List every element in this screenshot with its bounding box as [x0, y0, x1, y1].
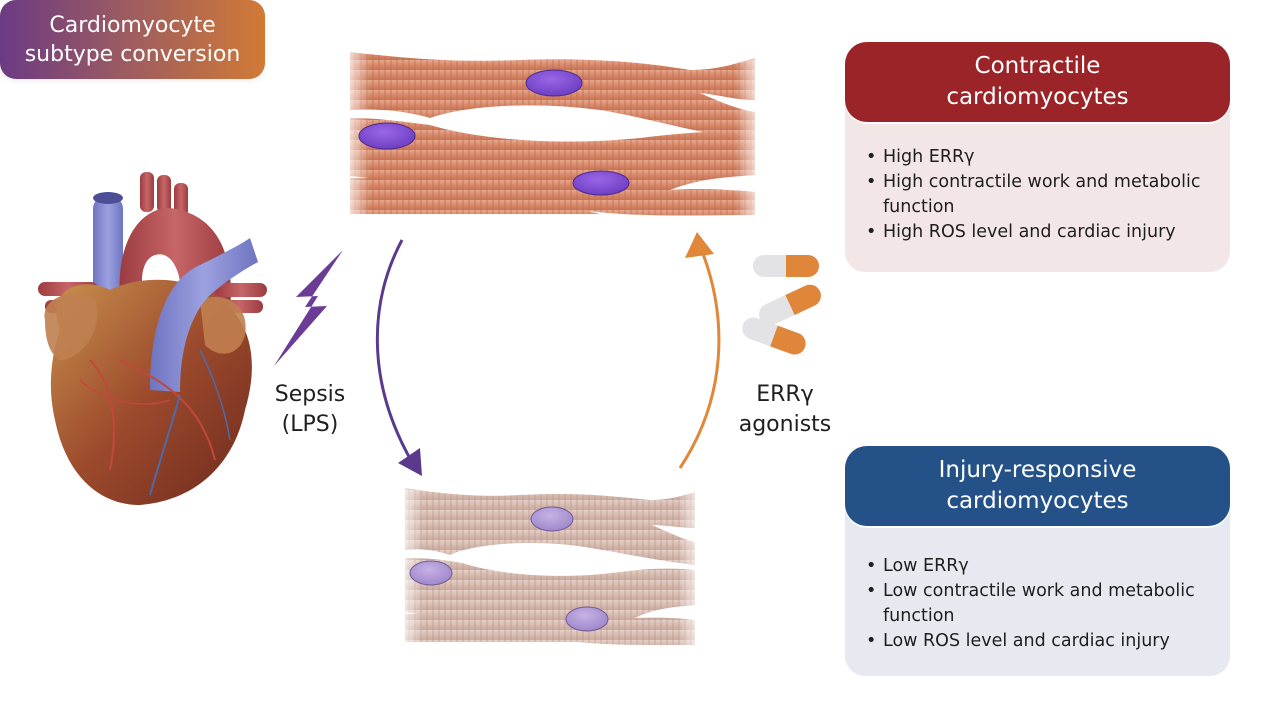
list-item: High contractile work and metabolic func…: [863, 170, 1218, 220]
sepsis-label: Sepsis (LPS): [250, 380, 370, 440]
sepsis-label-line-1: Sepsis: [274, 382, 346, 407]
muscle-fiber: [350, 178, 600, 214]
conversion-arrow-down: [375, 239, 414, 463]
nucleus: [358, 122, 416, 150]
heart-anatomy-illustration: [38, 172, 267, 505]
heart-body: [50, 279, 252, 505]
agonist-label-line-1: ERRγ: [756, 382, 814, 407]
card-title-line-2: cardiomyocytes: [946, 488, 1129, 514]
conversion-arrow-up: [678, 245, 721, 469]
conversion-arrow-down-head: [398, 448, 422, 476]
nucleus: [572, 170, 630, 196]
conversion-arrow-up-head: [685, 232, 714, 258]
card-title-line-1: Injury-responsive: [938, 457, 1137, 483]
agonist-label-line-2: agonists: [738, 412, 832, 437]
lightning-bolt-icon: [274, 250, 343, 366]
contractile-card: Contractile cardiomyocytes High ERRγ Hig…: [845, 42, 1230, 272]
pulmonary-trunk: [150, 238, 258, 392]
capsule-pills-icon: [742, 255, 821, 355]
nucleus: [530, 506, 574, 532]
list-item: Low ERRγ: [863, 554, 1218, 579]
subtype-conversion-box: Cardiomyocyte subtype conversion: [0, 0, 265, 79]
card-feature-list: Low ERRγ Low contractile work and metabo…: [863, 554, 1218, 654]
injury-responsive-cardiomyocytes-illustration: [395, 480, 706, 650]
muscle-fiber: [405, 613, 580, 642]
contractile-cardiomyocytes-illustration: [340, 45, 765, 220]
nucleus: [525, 69, 583, 97]
injury-responsive-card: Injury-responsive cardiomyocytes Low ERR…: [845, 446, 1230, 676]
card-title-line-1: Contractile: [974, 53, 1101, 79]
conversion-line-1: Cardiomyocyte: [49, 12, 216, 38]
nucleus: [565, 606, 609, 632]
list-item: Low contractile work and metabolic funct…: [863, 579, 1218, 629]
card-title: Injury-responsive cardiomyocytes: [845, 446, 1230, 526]
list-item: Low ROS level and cardiac injury: [863, 629, 1218, 654]
sepsis-label-line-2: (LPS): [281, 412, 339, 437]
card-title-line-2: cardiomyocytes: [946, 84, 1129, 110]
list-item: High ERRγ: [863, 145, 1218, 170]
list-item: High ROS level and cardiac injury: [863, 220, 1218, 245]
conversion-line-2: subtype conversion: [24, 41, 241, 67]
card-title: Contractile cardiomyocytes: [845, 42, 1230, 122]
card-feature-list: High ERRγ High contractile work and meta…: [863, 145, 1218, 245]
agonist-label: ERRγ agonists: [735, 380, 835, 440]
nucleus: [409, 560, 453, 586]
